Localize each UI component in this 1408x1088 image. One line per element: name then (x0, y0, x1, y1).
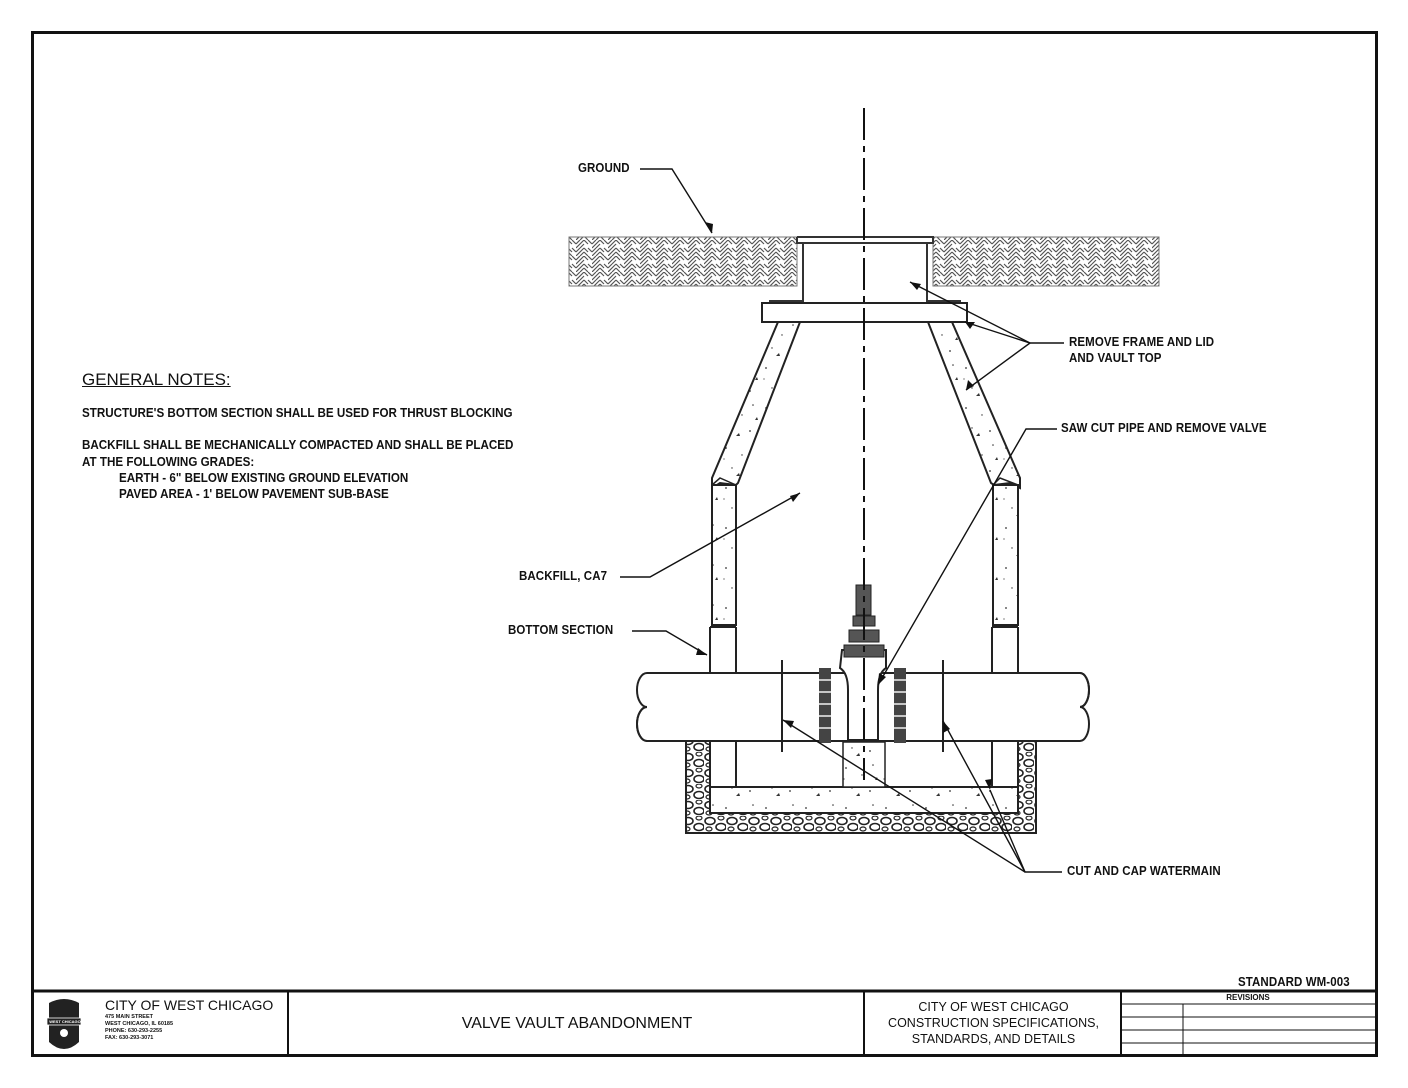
note-line: BACKFILL SHALL BE MECHANICALLY COMPACTED… (82, 438, 514, 452)
city-logo-icon (46, 999, 82, 1049)
callout-arrowheads (696, 222, 992, 790)
riser-wall-left (711, 484, 737, 626)
address-line: WEST CHICAGO, IL 60185 (105, 1021, 174, 1027)
city-name: CITY OF WEST CHICAGO (105, 997, 274, 1013)
note-line: PAVED AREA - 1' BELOW PAVEMENT SUB-BASE (119, 487, 389, 501)
remove-frame-label-line2: AND VAULT TOP (1069, 351, 1162, 365)
address-line: FAX: 630-293-3071 (105, 1035, 154, 1041)
ground-hatch-right (932, 236, 1160, 287)
revisions-label: REVISIONS (1226, 993, 1270, 1002)
concrete-base-slab (709, 786, 1019, 814)
logo-text: WEST CHICAGO (49, 1019, 81, 1024)
note-line: STRUCTURE'S BOTTOM SECTION SHALL BE USED… (82, 406, 513, 420)
backfill-label: BACKFILL, CA7 (519, 569, 608, 583)
note-line: EARTH - 6" BELOW EXISTING GROUND ELEVATI… (119, 471, 409, 485)
callout-leaders (620, 168, 1064, 873)
valve-flange-bolts (819, 668, 906, 743)
spec-line: CITY OF WEST CHICAGO (918, 1000, 1069, 1014)
title-block-lines (34, 989, 1375, 1055)
spec-line: STANDARDS, AND DETAILS (911, 1032, 1076, 1046)
note-line: AT THE FOLLOWING GRADES: (82, 455, 255, 469)
ground-label: GROUND (578, 161, 630, 175)
address-line: 475 MAIN STREET (105, 1014, 153, 1020)
drawing-sheet-border (31, 31, 1378, 1057)
city-address-block: 475 MAIN STREET WEST CHICAGO, IL 60185 P… (105, 1014, 173, 1042)
cut-cap-label: CUT AND CAP WATERMAIN (1067, 864, 1221, 878)
spec-block: CITY OF WEST CHICAGO CONSTRUCTION SPECIF… (866, 999, 1121, 1047)
address-line: PHONE: 630-293-2255 (105, 1028, 163, 1034)
cone-wall-left (711, 321, 802, 490)
ground-hatch-left (568, 236, 798, 287)
pipe-cut-lines (781, 660, 944, 752)
drawing-title: VALVE VAULT ABANDONMENT (461, 1015, 693, 1032)
riser-wall-right (992, 484, 1019, 626)
remove-frame-label-line1: REMOVE FRAME AND LID (1069, 335, 1215, 349)
bottom-section-label: BOTTOM SECTION (508, 623, 614, 637)
standard-number: STANDARD WM-003 (1238, 975, 1350, 989)
spec-line: CONSTRUCTION SPECIFICATIONS, (888, 1016, 1099, 1030)
saw-cut-label: SAW CUT PIPE AND REMOVE VALVE (1061, 421, 1267, 435)
general-notes-heading: GENERAL NOTES: (82, 370, 231, 389)
